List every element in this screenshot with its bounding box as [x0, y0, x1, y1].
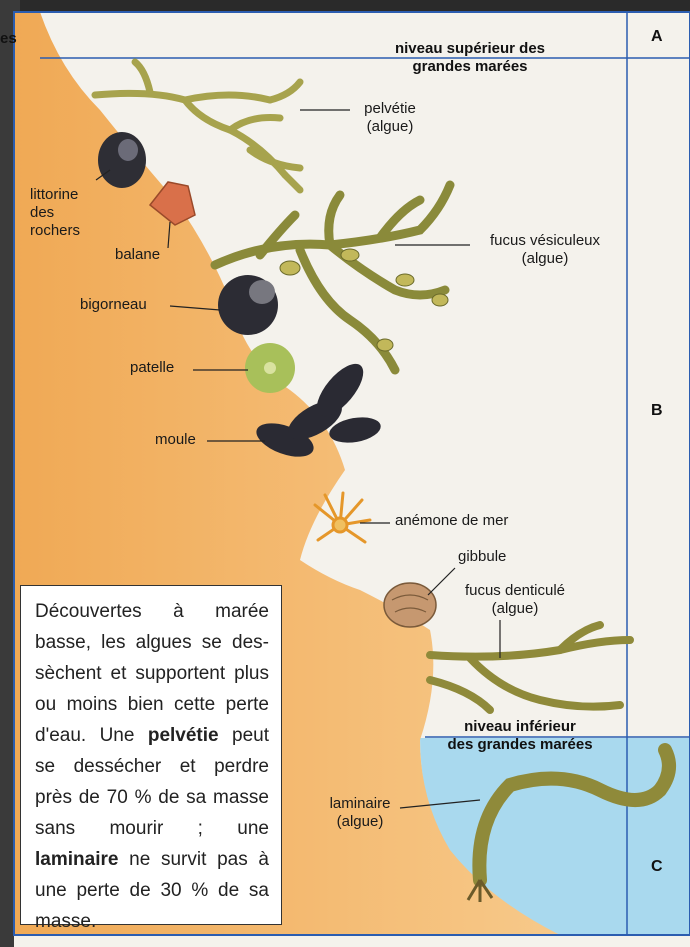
fucus-denticule-line1: fucus denticulé — [445, 582, 585, 600]
anemone-label: anémone de mer — [395, 512, 508, 530]
moule-label: moule — [155, 431, 196, 449]
upper-tide-line2: grandes marées — [360, 58, 580, 76]
zone-a-label: A — [651, 28, 663, 46]
bigorneau-shell — [218, 275, 278, 335]
info-text: Découvertes à marée basse, les algues se… — [35, 596, 269, 937]
littorine-label: littorine des rochers — [30, 186, 80, 240]
lower-tide-label: niveau inférieur des grandes marées — [420, 718, 620, 754]
pelvetie-label: pelvétie (algue) — [345, 100, 435, 136]
fucus-denticule-line2: (algue) — [445, 600, 585, 618]
laminaire-line2: (algue) — [320, 813, 400, 831]
lower-tide-line2: des grandes marées — [420, 736, 620, 754]
bigorneau-label: bigorneau — [80, 296, 147, 314]
laminaire-label: laminaire (algue) — [320, 795, 400, 831]
laminaire-line1: laminaire — [320, 795, 400, 813]
zone-b-label: B — [651, 402, 663, 420]
fucus-vesiculeux-line2: (algue) — [470, 250, 620, 268]
info-bold-laminaire: laminaire — [35, 849, 118, 870]
balane-label: balane — [115, 246, 160, 264]
top-left-fragment: es — [0, 30, 30, 48]
fucus-vesiculeux-line1: fucus vésiculeux — [470, 232, 620, 250]
littorine-line2: des — [30, 204, 80, 222]
patelle-shell — [245, 343, 295, 393]
littorine-shell — [98, 132, 146, 188]
littorine-line1: littorine — [30, 186, 80, 204]
patelle-label: patelle — [130, 359, 174, 377]
upper-tide-label: niveau supérieur des grandes marées — [360, 40, 580, 76]
pelvetie-line2: (algue) — [345, 118, 435, 136]
zone-c-label: C — [651, 858, 663, 876]
littorine-line3: rochers — [30, 222, 80, 240]
fucus-denticule-label: fucus denticulé (algue) — [445, 582, 585, 618]
info-bold-pelvetie: pelvétie — [148, 725, 219, 746]
lower-tide-line1: niveau inférieur — [420, 718, 620, 736]
upper-tide-line1: niveau supérieur des — [360, 40, 580, 58]
fucus-vesiculeux-label: fucus vésiculeux (algue) — [470, 232, 620, 268]
gibbule-label: gibbule — [458, 548, 506, 566]
info-box: Découvertes à marée basse, les algues se… — [20, 585, 282, 925]
pelvetie-line1: pelvétie — [345, 100, 435, 118]
gibbule-shell — [384, 583, 436, 627]
